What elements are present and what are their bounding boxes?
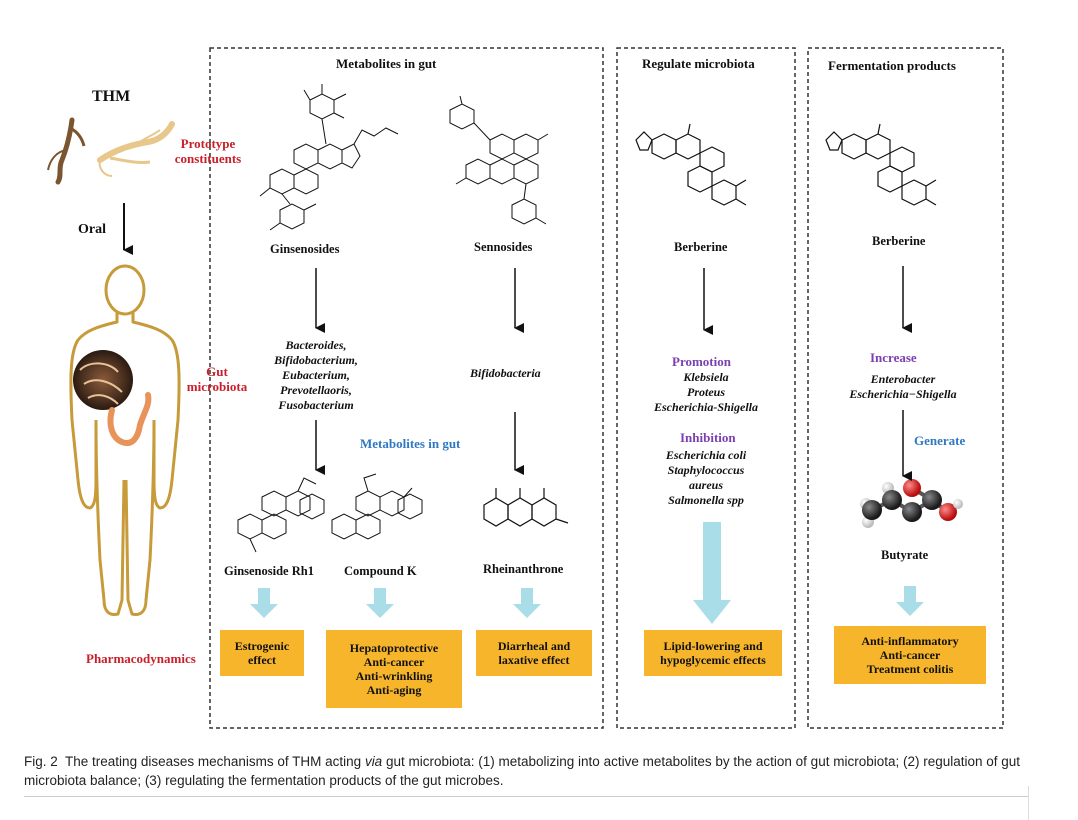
effect-box-diarrheal: Diarrheal and laxative effect (476, 630, 592, 676)
figure-caption: Fig. 2 The treating diseases mechanisms … (24, 752, 1034, 790)
inhibition-list: Escherichia coli Staphylococcus aureus S… (665, 448, 747, 507)
promotion-label: Promotion (672, 354, 731, 369)
compound-k-structure (331, 473, 423, 540)
ginsenoside-rh1-structure (237, 477, 325, 553)
herb-root-illustration (47, 117, 86, 185)
panel-regulate-title: Regulate microbiota (642, 56, 755, 71)
effect-box-hepatoprotective: Hepatoprotective Anti-cancer Anti-wrinkl… (326, 630, 462, 708)
ginseng-illustration (97, 121, 175, 177)
promotion-list: Klebsiela Proteus Escherichia-Shigella (653, 370, 758, 414)
butyrate-label: Butyrate (881, 548, 929, 562)
metabolites-in-gut-blue-label: Metabolites in gut (360, 436, 461, 451)
human-body-outline (69, 264, 181, 616)
effect-box-lipid-lowering: Lipid-lowering and hypoglycemic effects (644, 630, 782, 676)
caption-via: via (364, 754, 383, 769)
thm-label: THM (92, 88, 131, 105)
rheinanthrone-label: Rheinanthrone (483, 562, 564, 576)
inhibition-label: Inhibition (680, 430, 736, 445)
prototype-constituents-label: Prototype constituents (174, 136, 242, 166)
block-arrows (250, 522, 924, 624)
butyrate-molecule (860, 479, 963, 528)
bifidobacteria-label: Bifidobacteria (470, 366, 541, 380)
compound-k-label: Compound K (344, 564, 417, 578)
bacteria-list-left: Bacteroides, Bifidobacterium, Eubacteriu… (274, 338, 358, 412)
caption-text-1: The treating diseases mechanisms of THM … (65, 754, 362, 769)
ginsenosides-label: Ginsenosides (270, 242, 340, 256)
panel-fermentation-title: Fermentation products (828, 58, 956, 73)
panel-metabolites-title: Metabolites in gut (336, 56, 437, 71)
rheinanthrone-structure (483, 488, 569, 527)
page-edge-divider (1028, 786, 1029, 820)
caption-divider (24, 796, 1028, 797)
increase-list: Enterobacter Escherichia−Shigella (849, 372, 957, 401)
ginsenosides-structure (259, 84, 399, 231)
oral-label: Oral (78, 222, 106, 237)
effect-box-estrogenic: Estrogenic effect (220, 630, 304, 676)
sennosides-structure (449, 95, 549, 225)
caption-text-2: gut microbiota: (1) metabolizing into ac… (24, 754, 1021, 788)
caption-fig-label: Fig. 2 (24, 754, 58, 769)
increase-label: Increase (870, 350, 917, 365)
sennosides-label: Sennosides (474, 240, 533, 254)
effect-box-anti-inflammatory: Anti-inflammatory Anti-cancer Treatment … (834, 626, 986, 684)
berberine-structure-fermentation (825, 123, 937, 206)
berberine-structure-regulate (635, 123, 747, 206)
gut-microbiota-label: Gut microbiota (186, 364, 248, 394)
berberine-label-fermentation: Berberine (872, 234, 926, 248)
generate-label: Generate (914, 433, 966, 448)
ginsenoside-rh1-label: Ginsenoside Rh1 (224, 564, 314, 578)
gut-illustration (73, 350, 152, 446)
pharmacodynamics-label: Pharmacodynamics (86, 651, 196, 666)
berberine-label-regulate: Berberine (674, 240, 728, 254)
